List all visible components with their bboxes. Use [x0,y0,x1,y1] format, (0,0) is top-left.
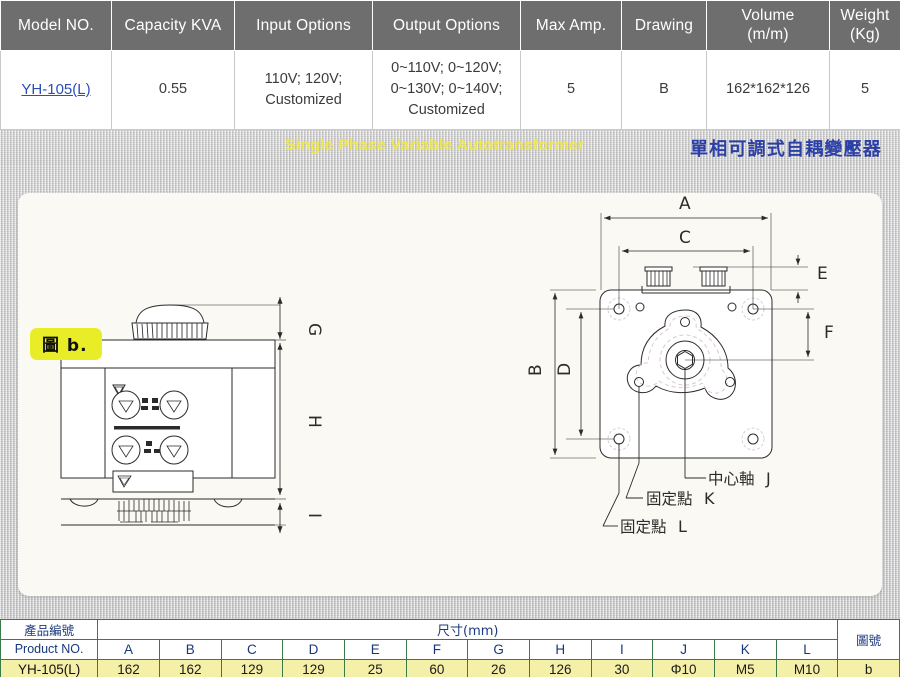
input-options-line2: Customized [265,92,342,108]
spec-header-max-amp: Max Amp. [521,1,622,51]
dimension-table-row-top: 產品編號 尺寸(mm) 圖號 [1,619,900,639]
spec-cell-model-no: YH-105(L) [1,50,112,129]
callout-letter-J: J [765,469,771,488]
dimension-column-L: L [776,639,838,659]
dimension-column-K: K [714,639,776,659]
dimension-value-L: M10 [776,659,838,677]
dimension-letter-H: H [304,415,324,428]
dimension-value-drawing: b [838,659,900,677]
dimension-column-A: A [98,639,160,659]
spec-cell-drawing: B [622,50,707,129]
dimension-value-E: 25 [344,659,406,677]
dimension-letter-I: I [304,513,324,518]
spec-header-weight: Weight (Kg) [830,1,900,51]
spec-header-weight-line1: Weight [840,7,889,24]
spec-cell-max-amp: 5 [521,50,622,129]
dimension-header-size: 尺寸(mm) [98,619,838,639]
dimension-table-wrap: 產品編號 尺寸(mm) 圖號 Product NO. A B C D E F G… [0,619,900,677]
dimension-header-product-zh: 產品編號 [1,619,98,639]
spec-header-volume-line2: (m/m) [747,26,788,43]
dimension-table: 產品編號 尺寸(mm) 圖號 Product NO. A B C D E F G… [0,619,900,677]
callout-letter-K: K [704,489,715,508]
spec-header-input-options: Input Options [235,1,373,51]
dimension-column-J: J [653,639,715,659]
dimension-value-G: 26 [468,659,530,677]
dimension-letter-C: C [679,228,691,248]
model-number-link[interactable]: YH-105(L) [21,81,90,98]
table-row: YH-105(L) 162 162 129 129 25 60 26 126 3… [1,659,900,677]
spec-header-output-options: Output Options [373,1,521,51]
banner-title-chinese: 單相可調式自耦變壓器 [690,135,882,161]
spec-header-drawing: Drawing [622,1,707,51]
dimension-value-F: 60 [406,659,468,677]
dimension-column-D: D [283,639,345,659]
callout-letter-L: L [678,517,687,536]
callout-fixing-point-l: 固定點 [620,518,667,536]
table-row: YH-105(L) 0.55 110V; 120V; Customized 0~… [1,50,900,129]
drawing-stage: G H I [0,166,900,619]
figure-badge: 圖 b. [30,328,102,360]
spec-cell-weight: 5 [830,50,900,129]
dimension-letter-A: A [679,194,691,214]
dimension-column-C: C [221,639,283,659]
spec-cell-input-options: 110V; 120V; Customized [235,50,373,129]
dimension-header-product-en: Product NO. [1,639,98,659]
dimension-column-B: B [159,639,221,659]
dimension-value-model: YH-105(L) [1,659,98,677]
drawing-paper: G H I [18,193,882,596]
spec-cell-volume: 162*162*126 [707,50,830,129]
dimension-table-row-columns: Product NO. A B C D E F G H I J K L [1,639,900,659]
dimension-letter-F: F [824,323,834,343]
spec-cell-capacity: 0.55 [112,50,235,129]
dimension-value-B: 162 [159,659,221,677]
dimension-value-I: 30 [591,659,653,677]
spec-cell-output-options: 0~110V; 0~120V; 0~130V; 0~140V; Customiz… [373,50,521,129]
spec-header-capacity: Capacity KVA [112,1,235,51]
banner-title-english: Single Phase Variable Autotransformer [285,137,584,155]
callout-labels: 中心軸 J 固定點 K 固定點 L [620,469,771,536]
output-options-line2: 0~130V; 0~140V; [391,81,503,97]
specification-table: Model NO. Capacity KVA Input Options Out… [0,0,900,130]
dimension-letter-G: G [304,323,324,336]
dimension-column-E: E [344,639,406,659]
product-title-banner: Single Phase Variable Autotransformer 單相… [0,130,900,166]
callout-center-shaft: 中心軸 [708,470,755,488]
dimension-header-drawing-zh: 圖號 [838,619,900,659]
dimension-value-A: 162 [98,659,160,677]
output-options-line1: 0~110V; 0~120V; [391,60,502,76]
dimension-value-D: 129 [283,659,345,677]
technical-drawing: G H I [18,193,882,596]
dimension-column-F: F [406,639,468,659]
dimension-value-H: 126 [529,659,591,677]
dimension-value-K: M5 [714,659,776,677]
spec-header-model-no: Model NO. [1,1,112,51]
dimension-value-J: Φ10 [653,659,715,677]
front-view-dimension-letters: G H I [304,323,324,518]
spec-table-header-row: Model NO. Capacity KVA Input Options Out… [1,1,900,51]
spec-header-volume-line1: Volume [742,7,795,24]
dimension-column-I: I [591,639,653,659]
dimension-column-H: H [529,639,591,659]
output-options-line3: Customized [408,102,485,118]
dimension-value-C: 129 [221,659,283,677]
dimension-letter-B: B [526,364,546,376]
spec-header-volume: Volume (m/m) [707,1,830,51]
dimension-letter-E: E [817,264,828,284]
callout-fixing-point-k: 固定點 [646,490,693,508]
spec-header-weight-line2: (Kg) [850,26,880,43]
input-options-line1: 110V; 120V; [265,71,343,87]
dimension-column-G: G [468,639,530,659]
top-view-group [600,267,772,458]
dimension-letter-D: D [555,363,575,376]
